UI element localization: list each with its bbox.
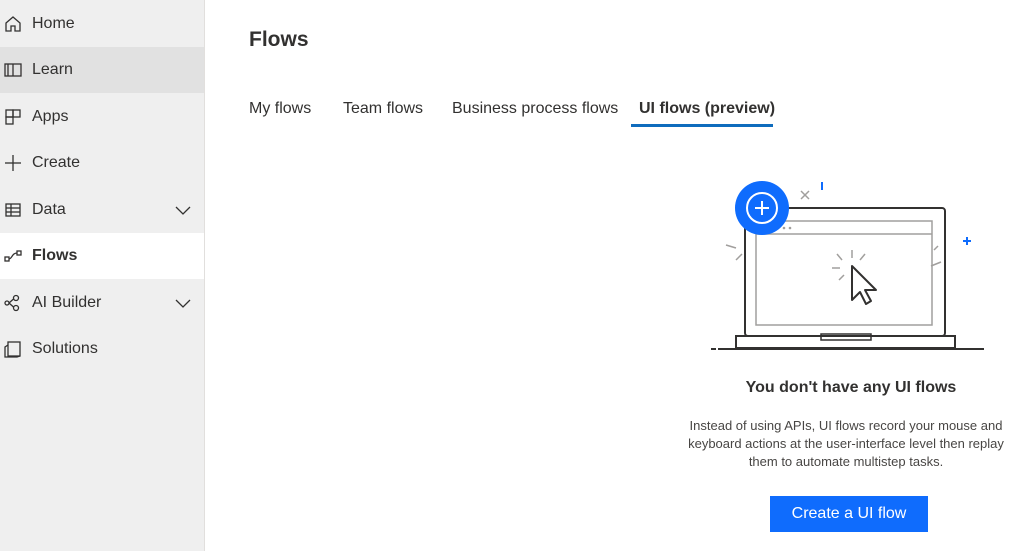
empty-state-description: Instead of using APIs, UI flows record y… [688, 418, 1004, 469]
sidebar-item-label: Flows [32, 247, 78, 264]
solutions-icon [2, 338, 24, 360]
active-tab-indicator [631, 124, 773, 127]
sidebar-item-solutions[interactable]: Solutions [0, 326, 204, 372]
sidebar-item-learn[interactable]: Learn [0, 47, 204, 93]
plus-icon [2, 152, 24, 174]
sidebar-item-label: Solutions [32, 340, 98, 357]
left-nav-sidebar: Home Learn Apps Create Data Flows [0, 0, 205, 551]
chevron-down-icon[interactable] [174, 294, 192, 312]
sidebar-item-apps[interactable]: Apps [0, 94, 204, 140]
sidebar-item-label: Learn [32, 61, 73, 78]
sidebar-item-create[interactable]: Create [0, 140, 204, 186]
ai-builder-icon [2, 292, 24, 314]
tab-ui-flows-preview[interactable]: UI flows (preview) [639, 100, 776, 117]
laptop-cursor-illustration [711, 181, 984, 350]
page-title: Flows [249, 28, 309, 51]
flows-icon [2, 245, 24, 267]
empty-state-title: You don't have any UI flows [745, 379, 957, 396]
create-ui-flow-button[interactable]: Create a UI flow [770, 496, 928, 532]
tab-business-process-flows[interactable]: Business process flows [452, 100, 619, 117]
table-icon [2, 199, 24, 221]
sidebar-item-label: Data [32, 201, 66, 218]
book-icon [2, 59, 24, 81]
apps-icon [2, 106, 24, 128]
sidebar-item-home[interactable]: Home [0, 1, 204, 47]
main-content: Flows My flows Team flows Business proce… [206, 0, 1024, 551]
sidebar-item-ai-builder[interactable]: AI Builder [0, 280, 204, 326]
sidebar-item-label: AI Builder [32, 294, 102, 311]
sidebar-item-data[interactable]: Data [0, 187, 204, 233]
tab-team-flows[interactable]: Team flows [343, 100, 424, 117]
sidebar-item-label: Create [32, 154, 81, 171]
home-icon [2, 13, 24, 35]
sidebar-item-flows[interactable]: Flows [0, 233, 204, 279]
sidebar-item-label: Apps [32, 108, 69, 125]
sidebar-item-label: Home [32, 15, 75, 32]
tab-my-flows[interactable]: My flows [249, 100, 312, 117]
chevron-down-icon[interactable] [174, 201, 192, 219]
